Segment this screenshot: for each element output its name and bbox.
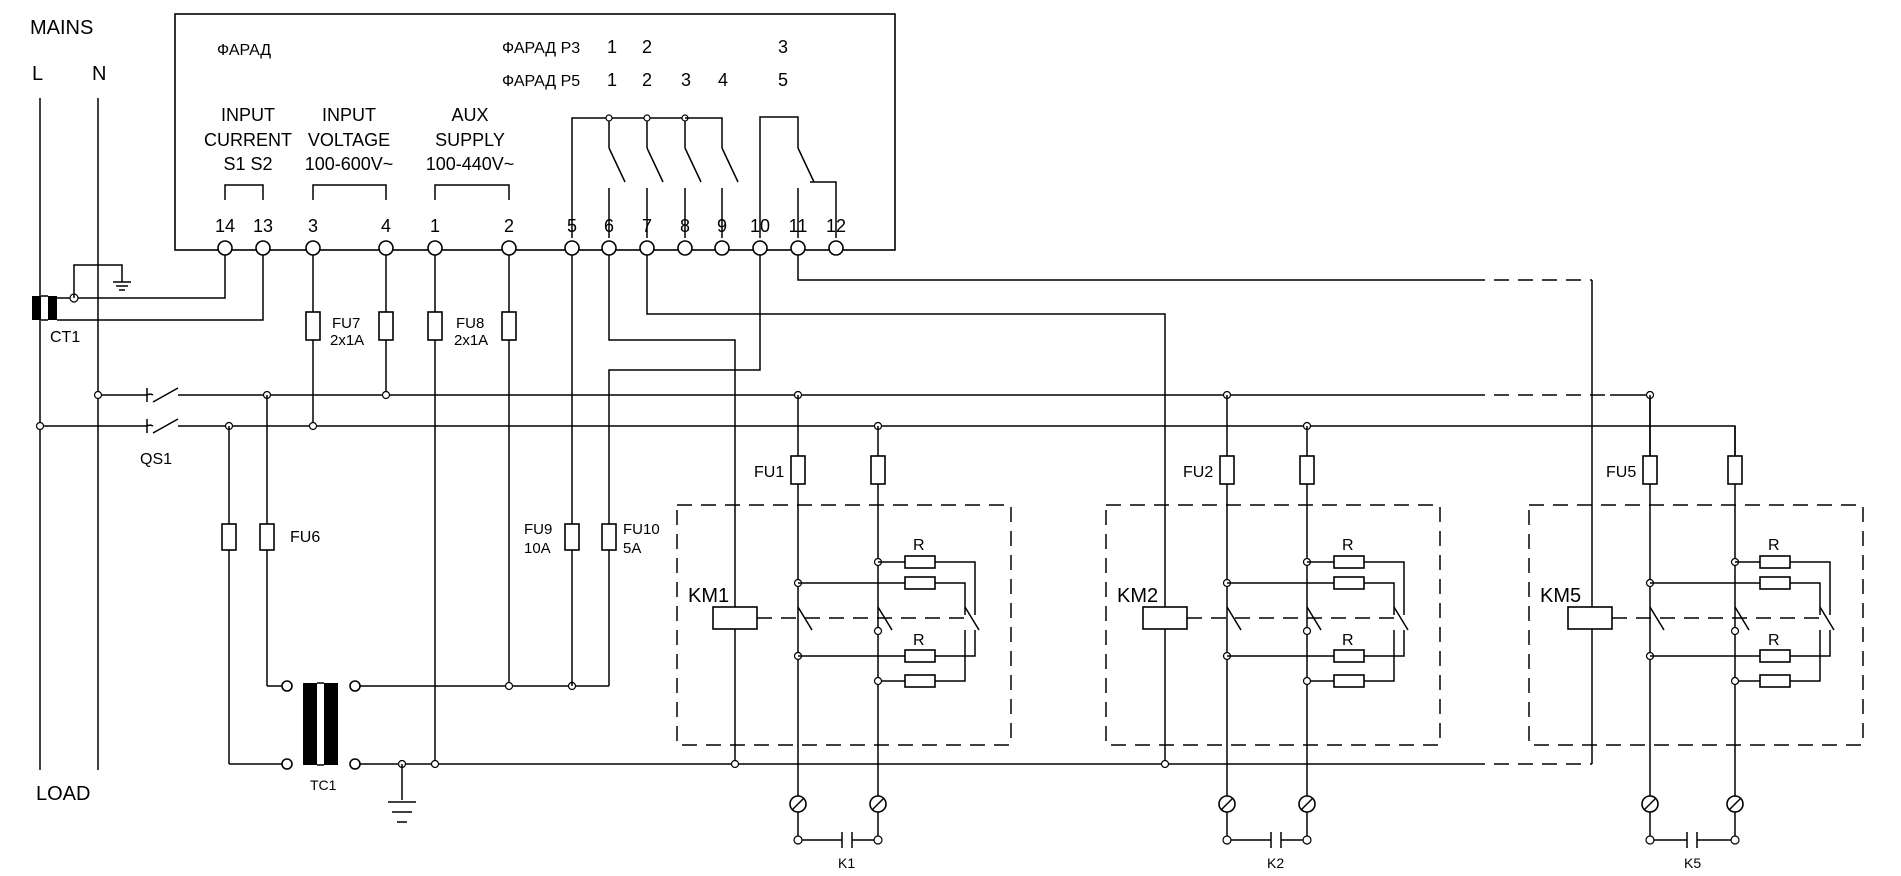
line-label-n: N	[92, 63, 106, 85]
p5-relay-number: 5	[778, 70, 788, 90]
fu10-rating: 5A	[623, 540, 641, 557]
stage-resistor	[1333, 555, 1365, 569]
tc1-label: TC1	[310, 777, 337, 793]
stage-resistor	[904, 555, 936, 569]
load-label: LOAD	[36, 783, 90, 805]
stage-contactor-label: KM2	[1117, 585, 1158, 607]
stage-contactor-label: KM5	[1540, 585, 1581, 607]
p3-label: ФАРАД Р3	[502, 40, 580, 57]
aux-supply-bracket	[434, 184, 510, 200]
contactor-coil	[712, 606, 758, 630]
aux-supply-label: AUX SUPPLY 100-440V~	[426, 105, 515, 174]
stage-fuse-label: FU2	[1183, 464, 1213, 481]
fuses-fu7-fu8: FU7 2x1A FU8 2x1A	[305, 255, 517, 764]
p5-relay-number: 1	[607, 70, 617, 90]
p5-relay-number: 2	[642, 70, 652, 90]
svg-text:INPUT: INPUT	[221, 105, 275, 125]
p5-label: ФАРАД Р5	[502, 73, 580, 90]
svg-text:100-440V~: 100-440V~	[426, 154, 515, 174]
terminal-number: 3	[308, 216, 318, 236]
input-voltage-bracket	[312, 184, 387, 200]
svg-text:AUX: AUX	[451, 105, 488, 125]
terminal-number: 1	[430, 216, 440, 236]
contactor-coil	[1567, 606, 1613, 630]
stage-fuse	[1642, 455, 1658, 485]
stage-fuse-label: FU1	[754, 464, 784, 481]
stage-resistor-label: R	[1768, 632, 1780, 649]
p3-relay-number: 1	[607, 37, 617, 57]
stage-resistor-label: R	[1342, 632, 1354, 649]
stage-fuse-label: FU5	[1606, 464, 1636, 481]
svg-text:INPUT: INPUT	[322, 105, 376, 125]
input-voltage-label: INPUT VOLTAGE 100-600V~	[305, 105, 394, 174]
p5-relay-number: 4	[718, 70, 728, 90]
svg-text:100-600V~: 100-600V~	[305, 154, 394, 174]
line-label-l: L	[32, 63, 43, 85]
control-transformer-tc1: FU6 TC1	[221, 395, 1470, 823]
stage-resistor-label: R	[1768, 537, 1780, 554]
stage-resistor-label: R	[1342, 537, 1354, 554]
switch-qs1: QS1	[35, 387, 179, 468]
device-name: ФАРАД	[217, 42, 271, 59]
svg-text:CURRENT: CURRENT	[204, 130, 292, 150]
fu7-label: FU7	[332, 315, 360, 332]
fu8-label: FU8	[456, 315, 484, 332]
capacitor-stage-1: FU1 KM1 R R K1	[676, 395, 1012, 871]
stage-capacitor-label: K1	[838, 855, 855, 871]
input-current-label: INPUT CURRENT S1 S2	[204, 105, 292, 174]
svg-text:S1 S2: S1 S2	[223, 154, 272, 174]
fu10-label: FU10	[623, 521, 660, 538]
fu7-rating: 2x1A	[330, 332, 364, 349]
capacitor-stage-5: FU5 KM5 R R K5	[1528, 390, 1864, 871]
stage-resistor-label: R	[913, 537, 925, 554]
current-transformer-ct1: CT1	[32, 255, 264, 346]
ct1-label: CT1	[50, 329, 80, 346]
fu9-rating: 10A	[524, 540, 551, 557]
svg-text:SUPPLY: SUPPLY	[435, 130, 505, 150]
bus-lower	[178, 425, 1736, 490]
svg-text:VOLTAGE: VOLTAGE	[308, 130, 390, 150]
wire-relay1-km1	[608, 255, 736, 764]
wire-relay2-km2	[646, 255, 1166, 764]
terminal-number: 13	[253, 216, 273, 236]
farad-device-box	[174, 13, 896, 251]
fu9-label: FU9	[524, 521, 552, 538]
terminal-number: 14	[215, 216, 235, 236]
wire-relay5-km5	[797, 255, 1470, 281]
mains-title: MAINS	[30, 17, 93, 39]
stage-fuse	[790, 455, 806, 485]
p3-relay-number: 3	[778, 37, 788, 57]
stage-resistor	[1759, 555, 1791, 569]
fu6-label: FU6	[290, 529, 320, 546]
stage-capacitor-label: K2	[1267, 855, 1284, 871]
fuses-fu9-fu10: FU9 10A FU10 5A	[524, 255, 761, 686]
fu8-rating: 2x1A	[454, 332, 488, 349]
stage-fuse	[1219, 455, 1235, 485]
capacitor-stage-2: FU2 KM2 R R K2	[1105, 395, 1441, 871]
stage-resistor-label: R	[913, 632, 925, 649]
p3-relay-number: 2	[642, 37, 652, 57]
terminal-number: 2	[504, 216, 514, 236]
p5-relay-number: 3	[681, 70, 691, 90]
stage-contactor-label: KM1	[688, 585, 729, 607]
relay-contacts	[571, 114, 837, 238]
terminal-number: 4	[381, 216, 391, 236]
input-current-bracket	[224, 184, 264, 200]
stage-capacitor-label: K5	[1684, 855, 1701, 871]
contactor-coil	[1142, 606, 1188, 630]
qs1-label: QS1	[140, 451, 172, 468]
